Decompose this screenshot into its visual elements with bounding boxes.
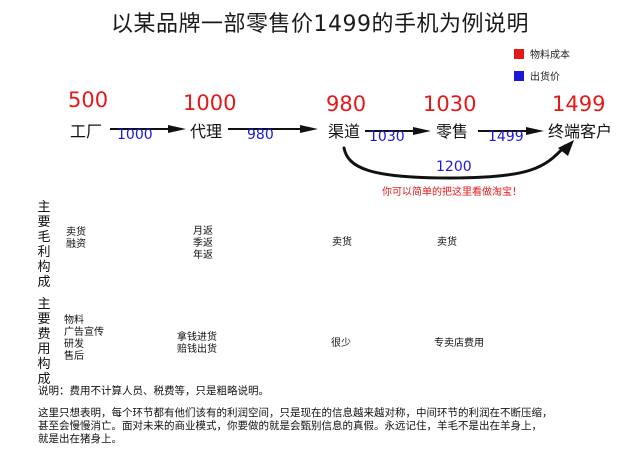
price-channel-retail: 1030 bbox=[369, 129, 405, 145]
cost-factory: 500 bbox=[68, 88, 109, 112]
red-swatch-icon bbox=[514, 48, 524, 59]
cell-line: 物料 bbox=[64, 315, 84, 326]
footer-paragraph: 这里只想表明，每个环节都有他们该有的利润空间，只是现在的信息越来越对称，中间环节… bbox=[38, 407, 638, 446]
cell-retail-profit: 卖货 bbox=[437, 237, 457, 249]
cell-line: 卖货 bbox=[66, 227, 86, 238]
label-char: 利 bbox=[37, 245, 51, 260]
legend-item-shipping-price: 出货价 bbox=[514, 68, 570, 83]
cell-line: 赔钱出货 bbox=[177, 344, 217, 355]
cell-line: 季返 bbox=[193, 238, 213, 249]
legend-item-material-cost: 物料成本 bbox=[514, 46, 570, 61]
arrow-head-icon bbox=[300, 125, 318, 133]
label-char: 成 bbox=[37, 372, 51, 387]
paragraph-line: 就是出在猪身上。 bbox=[38, 433, 122, 445]
cell-line: 专卖店费用 bbox=[434, 338, 484, 349]
bypass-note: 你可以简单的把这里看做淘宝！ bbox=[382, 187, 522, 198]
cost-retail: 1030 bbox=[423, 92, 477, 116]
label-char: 成 bbox=[37, 275, 51, 290]
node-agent: 代理 bbox=[190, 122, 223, 141]
arrow-head-icon bbox=[413, 127, 431, 135]
bypass-arrow bbox=[342, 140, 574, 180]
cell-line: 很少 bbox=[331, 338, 351, 349]
page-title: 以某品牌一部零售价1499的手机为例说明 bbox=[111, 12, 529, 37]
label-char: 要 bbox=[37, 215, 51, 230]
label-char: 费 bbox=[37, 327, 51, 342]
cell-factory-expense: 物料 广告宣传 研发 售后 bbox=[64, 315, 104, 363]
label-char: 主 bbox=[37, 200, 51, 215]
cell-line: 卖货 bbox=[332, 237, 352, 248]
cell-agent-expense: 拿钱进货 赔钱出货 bbox=[177, 332, 217, 356]
legend: 物料成本 出货价 bbox=[514, 46, 570, 83]
legend-label: 物料成本 bbox=[530, 50, 570, 61]
price-retail-customer: 1499 bbox=[488, 129, 524, 145]
row-label-gross-profit: 主 要 毛 利 构 成 bbox=[37, 200, 51, 290]
cell-line: 研发 bbox=[64, 339, 84, 350]
cell-line: 售后 bbox=[64, 351, 84, 362]
cell-line: 年返 bbox=[193, 250, 213, 261]
cell-line: 广告宣传 bbox=[64, 327, 104, 338]
label-char: 毛 bbox=[37, 230, 51, 245]
node-channel: 渠道 bbox=[328, 122, 361, 141]
cell-factory-profit: 卖货 融资 bbox=[66, 227, 86, 251]
node-factory: 工厂 bbox=[70, 122, 103, 141]
paragraph-line: 这里只想表明，每个环节都有他们该有的利润空间，只是现在的信息越来越对称，中间环节… bbox=[38, 407, 553, 419]
cell-line: 融资 bbox=[66, 239, 86, 250]
label-char: 要 bbox=[37, 312, 51, 327]
arrow-head-icon bbox=[558, 140, 574, 156]
cell-retail-expense: 专卖店费用 bbox=[434, 338, 484, 350]
arrow-factory-agent bbox=[110, 125, 186, 133]
cell-agent-profit: 月返 季返 年返 bbox=[193, 226, 213, 262]
cell-channel-expense: 很少 bbox=[331, 338, 351, 350]
blue-swatch-icon bbox=[514, 70, 524, 81]
label-char: 构 bbox=[37, 260, 51, 275]
price-bypass: 1200 bbox=[436, 159, 472, 175]
cell-line: 月返 bbox=[193, 226, 213, 237]
arrow-channel-retail bbox=[365, 127, 431, 135]
paragraph-line: 甚至会慢慢消亡。面对未来的商业模式，你要做的就是会甄别信息的真假。永远记住，羊毛… bbox=[38, 420, 542, 432]
node-retail: 零售 bbox=[436, 122, 469, 141]
footer-note: 说明：费用不计算人员、税费等，只是粗略说明。 bbox=[38, 385, 269, 397]
arrow-head-icon bbox=[168, 125, 186, 133]
legend-label: 出货价 bbox=[530, 72, 560, 83]
cost-customer: 1499 bbox=[552, 92, 606, 116]
cell-line: 拿钱进货 bbox=[177, 332, 217, 343]
arrow-retail-customer bbox=[478, 127, 544, 135]
label-char: 主 bbox=[37, 297, 51, 312]
node-customer: 终端客户 bbox=[548, 122, 613, 141]
label-char: 构 bbox=[37, 357, 51, 372]
cost-agent: 1000 bbox=[183, 91, 237, 115]
label-char: 用 bbox=[37, 342, 51, 357]
cell-channel-profit: 卖货 bbox=[332, 237, 352, 249]
price-agent-channel: 980 bbox=[247, 127, 274, 143]
cost-channel: 980 bbox=[326, 92, 367, 116]
arrow-head-icon bbox=[526, 127, 544, 135]
price-factory-agent: 1000 bbox=[117, 127, 153, 143]
arrow-agent-channel bbox=[228, 125, 318, 133]
row-label-expense: 主 要 费 用 构 成 bbox=[37, 297, 51, 387]
cell-line: 卖货 bbox=[437, 237, 457, 248]
